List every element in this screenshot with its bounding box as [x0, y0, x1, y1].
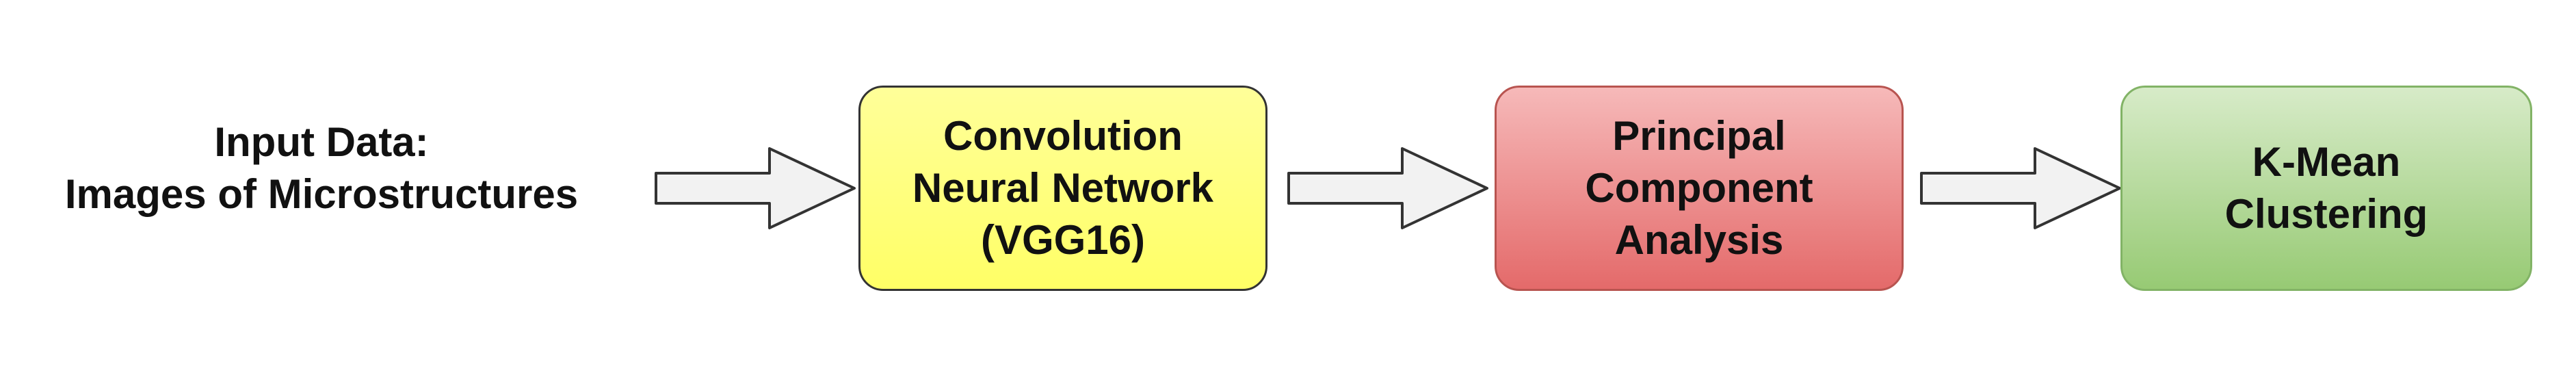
flow-arrow-2	[1287, 147, 1488, 229]
pca-box: Principal Component Analysis	[1495, 86, 1904, 291]
input-data-description: Images of Microstructures	[64, 171, 579, 217]
cnn-vgg16-box: Convolution Neural Network (VGG16)	[858, 86, 1267, 291]
flow-arrow-3	[1920, 147, 2121, 229]
input-data-label: Input Data: Images of Microstructures	[14, 116, 629, 220]
kmeans-box-line-1: K-Mean	[2252, 139, 2401, 185]
cnn-box-line-1: Convolution	[943, 113, 1183, 159]
cnn-box-line-3: (VGG16)	[980, 217, 1146, 263]
pca-box-line-3: Analysis	[1614, 217, 1784, 263]
pca-box-line-2: Component	[1585, 165, 1813, 211]
pca-box-line-1: Principal	[1612, 113, 1786, 159]
kmeans-box-line-2: Clustering	[2224, 191, 2428, 237]
cnn-box-line-2: Neural Network	[912, 165, 1214, 211]
input-data-title: Input Data:	[214, 119, 429, 165]
kmeans-clustering-box: K-Mean Clustering	[2120, 86, 2532, 291]
flow-arrow-1	[655, 147, 856, 229]
